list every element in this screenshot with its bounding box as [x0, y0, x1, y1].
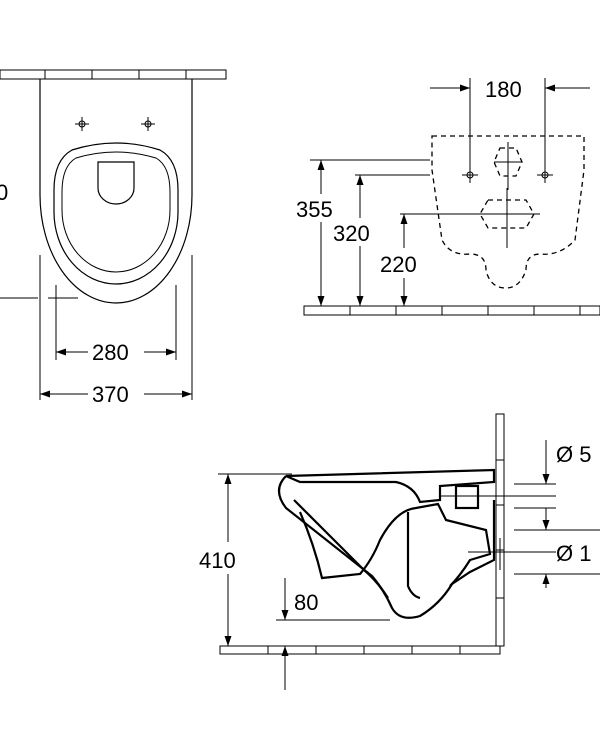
side-view: 410 80 Ø 5 Ø 1: [199, 413, 600, 690]
side-view-floor: [219, 645, 501, 655]
dimension-410: 410: [199, 548, 236, 573]
dimension-355: 355: [296, 197, 333, 222]
top-left-partial-label: 0: [0, 180, 8, 205]
rear-dashed-hole: [493, 147, 523, 177]
rear-dashed-outlet: [479, 199, 535, 229]
top-view-wall: [0, 69, 227, 80]
fixing-hole-icon: [75, 117, 89, 131]
dimension-280: 280: [92, 340, 129, 365]
side-bowl-trap: [298, 502, 492, 587]
dimension-370: 370: [92, 382, 129, 407]
side-bowl-outer: [277, 475, 496, 619]
rear-view-floor: [303, 305, 600, 316]
top-view: 0 280 370: [0, 69, 227, 407]
dimension-80: 80: [294, 590, 318, 615]
side-view-wall: [495, 413, 505, 647]
rear-view: 180 355 320 220: [296, 77, 600, 316]
bowl-outlet: [97, 161, 135, 205]
fixing-hole-icon: [141, 117, 155, 131]
side-bowl-inner: [293, 499, 389, 599]
outlet-diameter-partial: Ø 1: [556, 541, 591, 566]
fixing-hole-icon: [462, 167, 478, 183]
dimension-320: 320: [333, 221, 370, 246]
bowl-outline: [39, 79, 193, 304]
side-inlet: [454, 484, 480, 510]
inlet-diameter-partial: Ø 5: [556, 442, 591, 467]
bowl-inner-rim: [61, 151, 171, 273]
dimension-180: 180: [485, 77, 522, 102]
rear-dashed-outline: [431, 135, 585, 289]
dimension-220: 220: [380, 252, 417, 277]
side-seat: [285, 468, 496, 504]
bowl-rim: [53, 142, 179, 285]
